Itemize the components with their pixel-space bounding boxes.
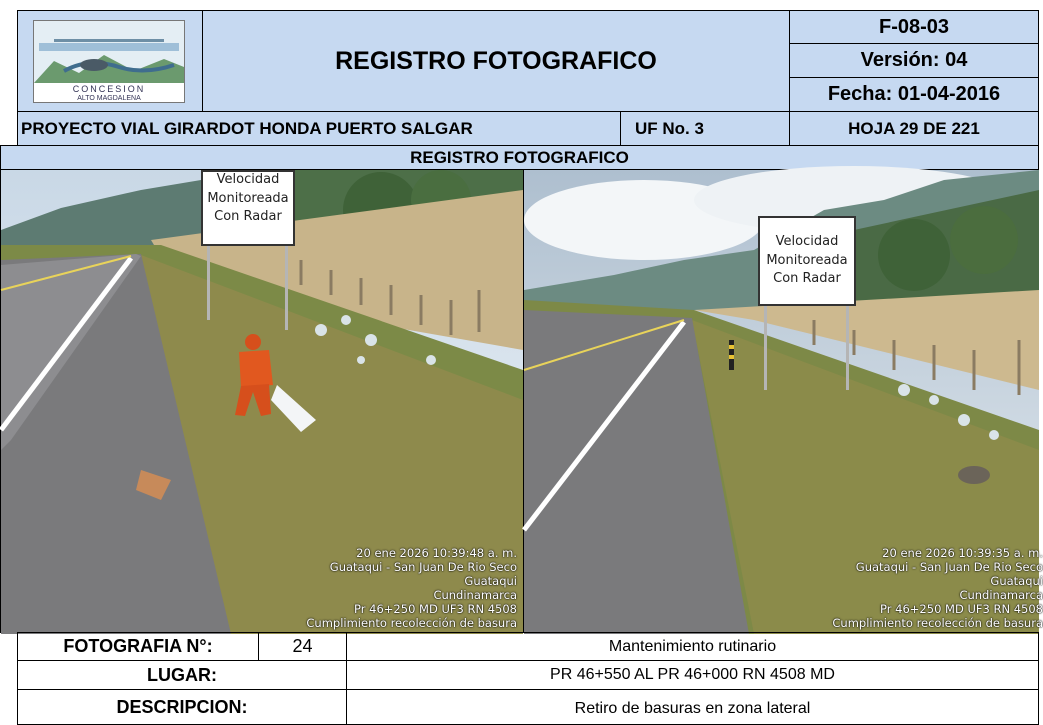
uf-number: UF No. 3 (635, 118, 704, 138)
sheet-number: HOJA 29 DE 221 (848, 118, 980, 138)
worker-figure (235, 334, 316, 432)
section-title: REGISTRO FOTOGRAFICO (410, 147, 629, 167)
photo-number-label: FOTOGRAFIA N°: (63, 636, 213, 656)
photo-number-cell: 24 (258, 632, 347, 661)
place-value: PR 46+550 AL PR 46+000 RN 4508 MD (550, 666, 835, 683)
project-cell: PROYECTO VIAL GIRARDOT HONDA PUERTO SALG… (17, 111, 621, 146)
project-name: PROYECTO VIAL GIRARDOT HONDA PUERTO SALG… (21, 118, 473, 138)
document-version: Versión: 04 (860, 49, 968, 71)
code-cell: F-08-03 (789, 10, 1039, 44)
photo-1-scene (0, 170, 523, 634)
version-cell: Versión: 04 (789, 43, 1039, 78)
logo-graphic (34, 21, 184, 83)
logo-cell: CONCESION ALTO MAGDALENA (17, 10, 203, 112)
photo-1: Velocidad Monitoreada Con Radar 20 ene 2… (0, 169, 523, 634)
description-cell: Retiro de basuras en zona lateral (346, 689, 1039, 725)
photo-2: Velocidad Monitoreada Con Radar 20 ene 2… (522, 166, 1043, 634)
document-date: Fecha: 01-04-2016 (827, 83, 1001, 105)
description-value: Retiro de basuras en zona lateral (574, 700, 811, 717)
place-cell: PR 46+550 AL PR 46+000 RN 4508 MD (346, 660, 1039, 690)
description-label: DESCRIPCION: (116, 697, 248, 717)
section-title-cell: REGISTRO FOTOGRAFICO (0, 145, 1039, 170)
document-title: REGISTRO FOTOGRAFICO (335, 46, 657, 75)
description-label-cell: DESCRIPCION: (17, 689, 347, 725)
logo-text: CONCESION ALTO MAGDALENA (72, 84, 146, 103)
photo-number-label-cell: FOTOGRAFIA N°: (17, 632, 259, 661)
uf-cell: UF No. 3 (620, 111, 790, 146)
activity-cell: Mantenimiento rutinario (346, 632, 1039, 661)
photo-2-speed-sign: Velocidad Monitoreada Con Radar (758, 216, 856, 306)
company-logo: CONCESION ALTO MAGDALENA (33, 20, 185, 103)
sheet-cell: HOJA 29 DE 221 (789, 111, 1039, 146)
title-cell: REGISTRO FOTOGRAFICO (202, 10, 790, 112)
date-cell: Fecha: 01-04-2016 (789, 77, 1039, 112)
activity-value: Mantenimiento rutinario (608, 637, 777, 655)
photo-1-speed-sign: Velocidad Monitoreada Con Radar (201, 170, 295, 246)
photo-1-timestamp-overlay: 20 ene 2026 10:39:48 a. m. Guataqui - Sa… (306, 546, 517, 630)
photo-2-timestamp-overlay: 20 ene 2026 10:39:35 a. m. Guataqui - Sa… (832, 546, 1043, 630)
place-label-cell: LUGAR: (17, 660, 347, 690)
document-code: F-08-03 (878, 15, 950, 38)
photo-number-value: 24 (292, 636, 313, 656)
place-label: LUGAR: (147, 664, 217, 685)
